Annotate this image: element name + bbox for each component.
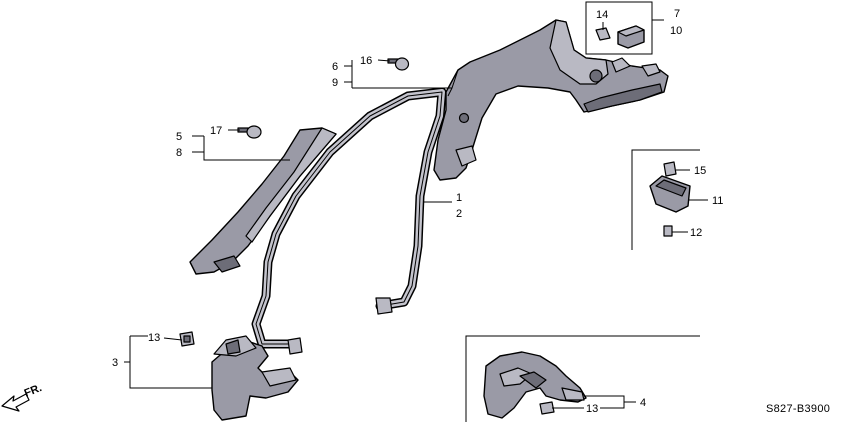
clip-13-upper [179,331,195,347]
label-6: 6 [332,61,338,73]
rear-pillar-trim [433,19,669,181]
label-1: 1 [456,192,462,204]
label-13-upper: 13 [148,332,160,344]
label-12: 12 [690,227,702,239]
trim-lamp-group [631,149,700,250]
door-weatherstrip [251,87,447,355]
pocket-group [465,335,700,422]
clip-17 [237,125,262,139]
label-17: 17 [210,125,222,137]
front-arrow-icon [1,393,30,412]
label-4: 4 [640,397,646,409]
label-8: 8 [176,147,182,159]
label-3: 3 [112,357,118,369]
label-13-lower: 13 [586,403,598,415]
leader-lines [124,19,708,409]
front-pillar-trim [189,127,337,275]
label-7: 7 [674,8,680,20]
kick-panel [211,335,299,421]
label-16: 16 [360,55,372,67]
label-2: 2 [456,208,462,220]
front-direction-indicator: FR. [1,382,44,412]
label-9: 9 [332,77,338,89]
anchor-cover-parts [585,1,653,55]
label-15: 15 [694,165,706,177]
label-5: 5 [176,131,182,143]
front-direction-label: FR. [23,382,44,400]
label-10: 10 [670,25,682,37]
diagram-code: S827-B3900 [766,403,830,415]
clip-16 [387,57,410,71]
label-14: 14 [596,9,608,21]
part-number-labels: 7 10 14 6 9 16 5 8 17 1 2 13 3 15 11 12 … [112,8,723,415]
label-11: 11 [712,195,723,207]
